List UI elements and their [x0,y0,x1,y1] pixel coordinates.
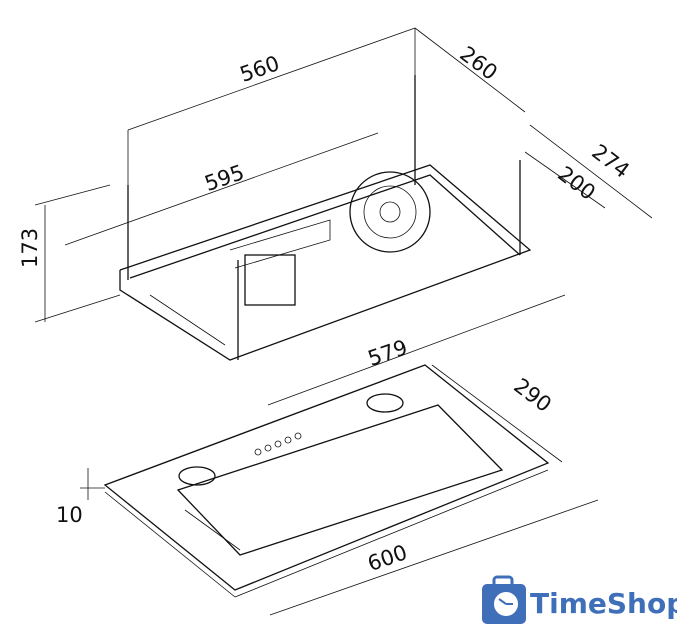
light-right [366,393,404,413]
motor-fan [349,171,431,253]
blower-housing [244,254,296,306]
dim-560: 560 [237,51,283,87]
dim-595: 595 [202,160,248,196]
control-buttons [254,432,302,456]
logo-text: TimeShop [530,587,677,620]
dim-579: 579 [365,335,411,371]
dim-600: 600 [365,540,411,576]
glass-panel [103,364,550,598]
dim-260: 260 [455,42,501,85]
dim-200: 200 [553,162,599,205]
dim-290: 290 [509,374,555,417]
dimension-lines [34,27,653,616]
hood-body [119,75,532,361]
dim-10: 10 [56,503,83,527]
timeshop-logo: TimeShop [482,575,677,624]
light-left [178,466,216,486]
dim-274: 274 [587,140,633,183]
dim-173: 173 [18,228,42,268]
